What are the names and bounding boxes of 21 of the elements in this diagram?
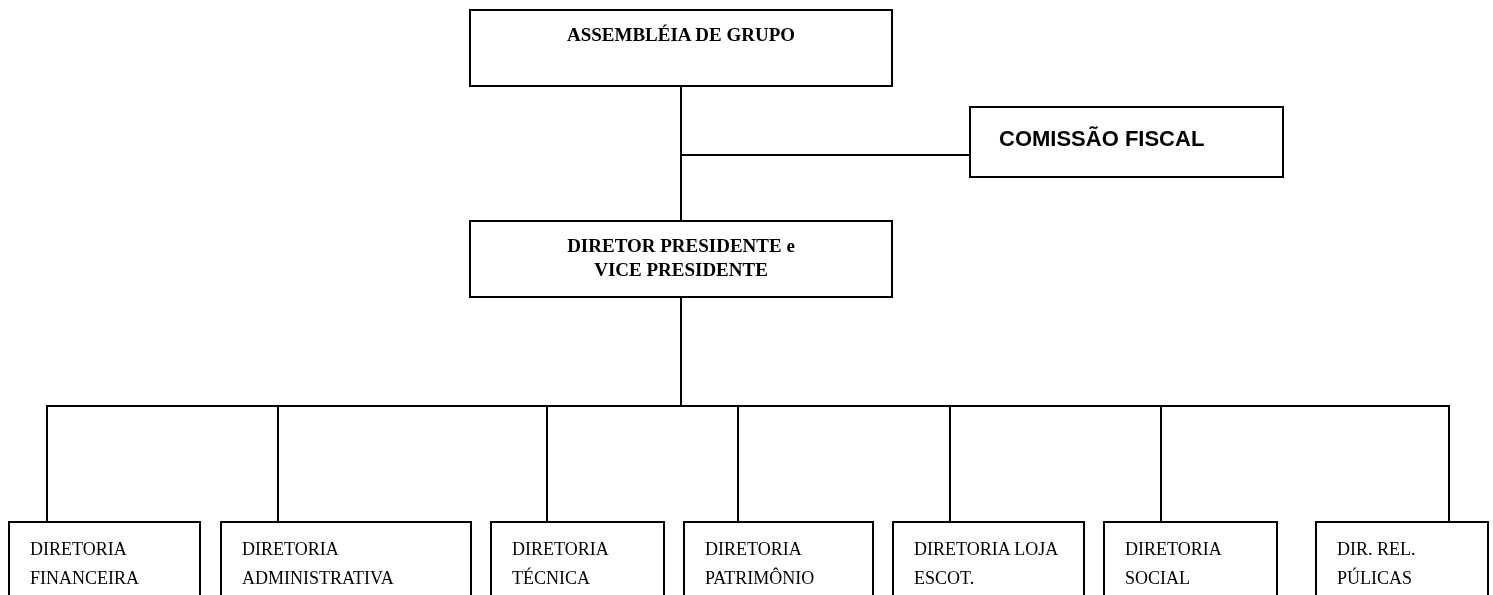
org-box	[683, 521, 874, 595]
connector-line	[680, 86, 970, 156]
box-label: DIRETOR PRESIDENTE e VICE PRESIDENTE	[566, 234, 796, 282]
org-box	[969, 106, 1284, 178]
org-box	[1315, 521, 1489, 595]
box-label: DIRETORIA ADMINISTRATIVA	[242, 538, 392, 590]
box-label: DIRETORIA TÉCNICA	[512, 538, 610, 590]
box-label: ASSEMBLÉIA DE GRUPO	[565, 23, 796, 47]
box-label: DIR. REL. PÚLICAS	[1337, 538, 1417, 590]
box-label: DIRETORIA LOJA ESCOT.	[914, 538, 1059, 590]
box-label: DIRETORIA PATRIMÔNIO	[705, 538, 816, 590]
org-box	[469, 9, 893, 87]
box-label: COMISSÃO FISCAL	[999, 126, 1205, 152]
org-box	[469, 220, 893, 298]
org-box	[8, 521, 201, 595]
box-label: DIRETORIA SOCIAL	[1125, 538, 1223, 590]
org-box	[490, 521, 665, 595]
org-box	[220, 521, 472, 595]
org-box	[1103, 521, 1278, 595]
org-box	[892, 521, 1085, 595]
box-label: DIRETORIA FINANCEIRA	[30, 538, 140, 590]
